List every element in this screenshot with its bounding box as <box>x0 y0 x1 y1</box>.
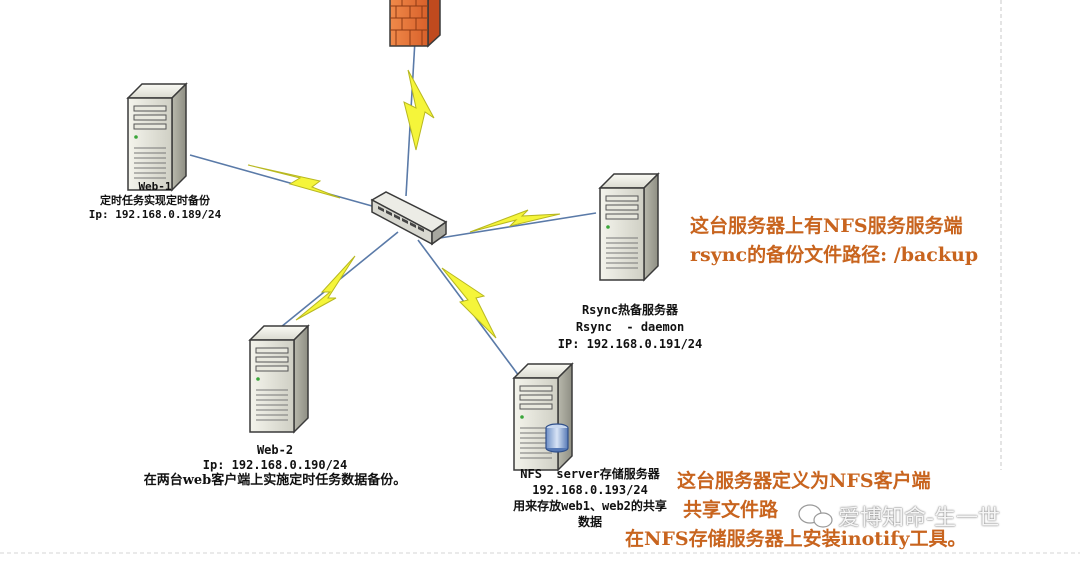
lightning-link-icon <box>247 69 561 339</box>
nfs-label: NFS server存储服务器 192.168.0.193/24 用来存放web… <box>495 466 685 530</box>
nfs-desc-line1: 用来存放web1、web2的共享 <box>513 499 667 513</box>
server-icon <box>599 173 659 281</box>
storage-server-icon <box>513 363 573 471</box>
nfs-desc-line2: 数据 <box>577 515 602 529</box>
web2-name: Web-2 <box>256 443 294 457</box>
nfs-ip: 192.168.0.193/24 <box>532 483 648 497</box>
web2-label: Web-2 Ip: 192.168.0.190/24 在两台web客户端上实施定… <box>110 443 440 488</box>
rsync-note-line1: 这台服务器上有NFS服务服务端 <box>690 215 963 237</box>
web2-desc: 在两台web客户端上实施定时任务数据备份。 <box>143 473 407 488</box>
rsync-name: Rsync热备服务器 <box>581 303 679 317</box>
web1-name: Web-1 <box>138 180 172 193</box>
network-switch-icon <box>370 191 448 246</box>
nfs-name: NFS server存储服务器 <box>520 467 660 481</box>
nfs-note-line1: 这台服务器定义为NFS客户端 <box>677 470 931 492</box>
nfs-note: 这台服务器定义为NFS客户端 共享文件路 在NFS存储服务器上安装inotify… <box>625 467 967 554</box>
rsync-ip: IP: 192.168.0.191/24 <box>557 337 703 351</box>
watermark-text: 爱博知命-生一世 <box>838 506 1000 531</box>
server-icon <box>249 325 309 433</box>
wechat-icon <box>798 504 833 528</box>
nfs-note-line3: 在NFS存储服务器上安装inotify工具。 <box>625 528 967 550</box>
rsync-note: 这台服务器上有NFS服务服务端 rsync的备份文件路径: /backup <box>690 212 978 270</box>
web2-ip: Ip: 192.168.0.190/24 <box>202 458 348 472</box>
web1-ip: Ip: 192.168.0.189/24 <box>88 208 222 221</box>
nfs-note-line2: 共享文件路 <box>683 499 779 521</box>
web1-label: Web-1 定时任务实现定时备份 Ip: 192.168.0.189/24 <box>70 180 240 222</box>
rsync-note-line2: rsync的备份文件路径: /backup <box>690 244 979 266</box>
rsync-label: Rsync热备服务器 Rsync - daemon IP: 192.168.0.… <box>540 302 720 353</box>
web1-role: 定时任务实现定时备份 <box>100 194 210 207</box>
firewall-icon <box>389 0 441 48</box>
server-icon <box>127 83 187 191</box>
rsync-service: Rsync - daemon <box>575 320 685 334</box>
